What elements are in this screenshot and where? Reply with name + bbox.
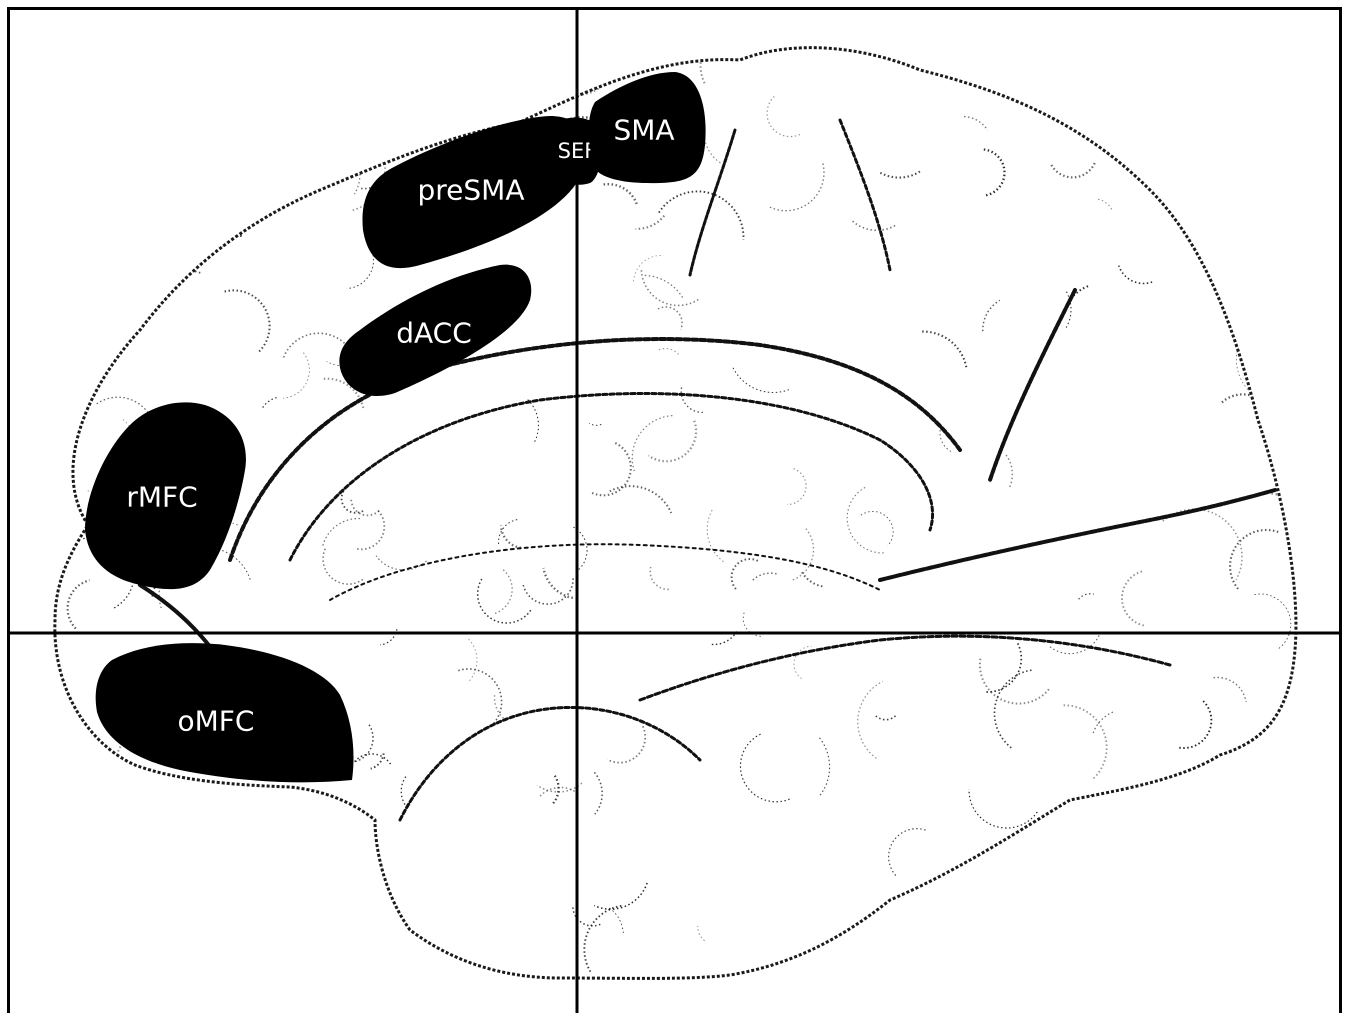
gyrus-stipple xyxy=(1200,923,1218,954)
gyrus-stipple xyxy=(541,61,562,96)
gyrus-stipple xyxy=(1011,888,1025,935)
gyrus-stipple xyxy=(134,150,173,173)
presma-label: preSMA xyxy=(418,174,525,207)
gyrus-stipple xyxy=(1230,29,1260,50)
gyrus-stipple xyxy=(167,897,181,932)
gyrus-stipple xyxy=(99,220,107,238)
gyrus-stipple xyxy=(79,859,98,864)
gyrus-stipple xyxy=(1213,27,1239,74)
gyrus-stipple xyxy=(129,241,136,255)
gyrus-stipple xyxy=(1023,918,1074,954)
gyrus-stipple xyxy=(227,51,310,95)
brain-outline xyxy=(55,48,1296,979)
gyrus-stipple xyxy=(1215,211,1234,214)
gyrus-stipple xyxy=(1226,799,1264,884)
gyrus-stipple xyxy=(40,263,89,274)
gyrus-stipple xyxy=(1213,801,1264,838)
gyrus-stipple xyxy=(1029,889,1040,912)
gyrus-stipple xyxy=(23,479,44,504)
gyrus-stipple xyxy=(159,108,193,142)
gyrus-stipple xyxy=(1175,43,1196,51)
gyrus-stipple xyxy=(229,944,242,989)
gyrus-stipple xyxy=(58,789,121,829)
gyrus-stipple xyxy=(75,949,118,974)
gyrus-stipple xyxy=(502,50,514,88)
rmfc-label: rMFC xyxy=(126,481,197,514)
gyrus-stipple xyxy=(1270,884,1292,912)
gyrus-stipple xyxy=(1081,795,1091,827)
gyrus-stipple xyxy=(1007,837,1024,876)
dacc-label: dACC xyxy=(396,317,472,350)
gyrus-stipple xyxy=(31,134,102,173)
gyrus-stipple xyxy=(235,817,257,863)
gyrus-stipple xyxy=(1133,932,1153,943)
gyrus-stipple xyxy=(206,868,230,932)
gyrus-stipple xyxy=(259,87,286,102)
gyrus-stipple xyxy=(229,121,270,204)
gyrus-stipple xyxy=(91,799,113,840)
gyrus-stipple xyxy=(966,907,1023,938)
gyrus-stipple xyxy=(1275,52,1315,95)
gyrus-stipple xyxy=(1018,954,1038,975)
gyrus-stipple xyxy=(277,925,310,967)
gyrus-stipple xyxy=(876,934,887,976)
gyrus-stipple xyxy=(1140,923,1187,959)
gyrus-stipple xyxy=(176,160,191,188)
gyrus-stipple xyxy=(972,868,986,908)
gyrus-stipple xyxy=(147,809,150,826)
gyrus-stipple xyxy=(961,938,988,944)
gyrus-stipple xyxy=(354,910,380,944)
gyrus-stipple xyxy=(81,947,156,971)
gyrus-stipple xyxy=(1092,971,1107,977)
gyrus-stipple xyxy=(1226,246,1267,318)
sma-label: SMA xyxy=(613,114,674,147)
gyrus-stipple xyxy=(215,184,247,210)
gyrus-stipple xyxy=(1157,58,1210,84)
omfc-label: oMFC xyxy=(178,705,255,738)
